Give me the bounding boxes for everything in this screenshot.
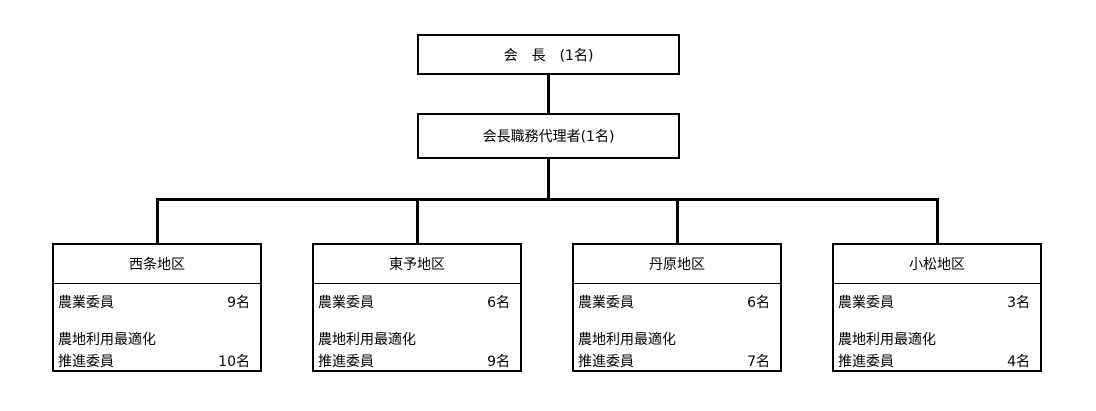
district-title: 東予地区 <box>314 245 520 284</box>
farm-committee-label: 農業委員 <box>58 295 114 311</box>
deputy-box: 会長職務代理者(1名) <box>417 113 680 159</box>
optimization-label-line1: 農地利用最適化 <box>838 332 936 348</box>
optimization-row: 推進委員 4名 <box>838 351 1030 371</box>
district-body: 農業委員 6名 農地利用最適化 推進委員 7名 <box>574 284 780 373</box>
district-title: 西条地区 <box>54 245 260 284</box>
optimization-label-line1: 農地利用最適化 <box>578 332 676 348</box>
optimization-label-row-1: 農地利用最適化 <box>318 329 510 349</box>
optimization-row: 推進委員 10名 <box>58 351 250 371</box>
optimization-label-row-1: 農地利用最適化 <box>578 329 770 349</box>
district-title: 小松地区 <box>834 245 1040 284</box>
district-box-komatsu: 小松地区 農業委員 3名 農地利用最適化 推進委員 4名 <box>832 243 1042 372</box>
optimization-count: 9名 <box>487 354 510 370</box>
optimization-label-line2: 推進委員 <box>578 354 634 370</box>
district-body: 農業委員 3名 農地利用最適化 推進委員 4名 <box>834 284 1040 373</box>
optimization-count: 4名 <box>1007 354 1030 370</box>
president-box: 会 長 (1名) <box>417 34 680 75</box>
optimization-label-line2: 推進委員 <box>58 354 114 370</box>
optimization-row: 推進委員 7名 <box>578 351 770 371</box>
district-body: 農業委員 6名 農地利用最適化 推進委員 9名 <box>314 284 520 373</box>
farm-committee-row: 農業委員 6名 <box>318 292 510 312</box>
district-box-toyo: 東予地区 農業委員 6名 農地利用最適化 推進委員 9名 <box>312 243 522 372</box>
optimization-label-line2: 推進委員 <box>318 354 374 370</box>
optimization-label-row-1: 農地利用最適化 <box>838 329 1030 349</box>
connector-horizontal <box>156 198 939 201</box>
president-label: 会 長 (1名) <box>503 47 594 64</box>
optimization-label-row-1: 農地利用最適化 <box>58 329 250 349</box>
connector-district-4 <box>936 198 939 243</box>
farm-committee-count: 9名 <box>227 295 250 311</box>
optimization-count: 10名 <box>218 354 250 370</box>
farm-committee-label: 農業委員 <box>578 295 634 311</box>
district-box-saijo: 西条地区 農業委員 9名 農地利用最適化 推進委員 10名 <box>52 243 262 372</box>
district-box-tanbara: 丹原地区 農業委員 6名 農地利用最適化 推進委員 7名 <box>572 243 782 372</box>
farm-committee-row: 農業委員 6名 <box>578 292 770 312</box>
farm-committee-count: 3名 <box>1007 295 1030 311</box>
farm-committee-count: 6名 <box>487 295 510 311</box>
optimization-count: 7名 <box>747 354 770 370</box>
farm-committee-row: 農業委員 9名 <box>58 292 250 312</box>
farm-committee-label: 農業委員 <box>838 295 894 311</box>
farm-committee-label: 農業委員 <box>318 295 374 311</box>
district-title: 丹原地区 <box>574 245 780 284</box>
district-body: 農業委員 9名 農地利用最適化 推進委員 10名 <box>54 284 260 373</box>
deputy-label: 会長職務代理者(1名) <box>482 129 615 145</box>
connector-president-deputy <box>547 75 550 113</box>
connector-district-2 <box>416 198 419 243</box>
optimization-row: 推進委員 9名 <box>318 351 510 371</box>
farm-committee-count: 6名 <box>747 295 770 311</box>
connector-district-1 <box>156 198 159 243</box>
connector-district-3 <box>676 198 679 243</box>
optimization-label-line2: 推進委員 <box>838 354 894 370</box>
connector-deputy-down <box>547 159 550 200</box>
optimization-label-line1: 農地利用最適化 <box>318 332 416 348</box>
optimization-label-line1: 農地利用最適化 <box>58 332 156 348</box>
farm-committee-row: 農業委員 3名 <box>838 292 1030 312</box>
